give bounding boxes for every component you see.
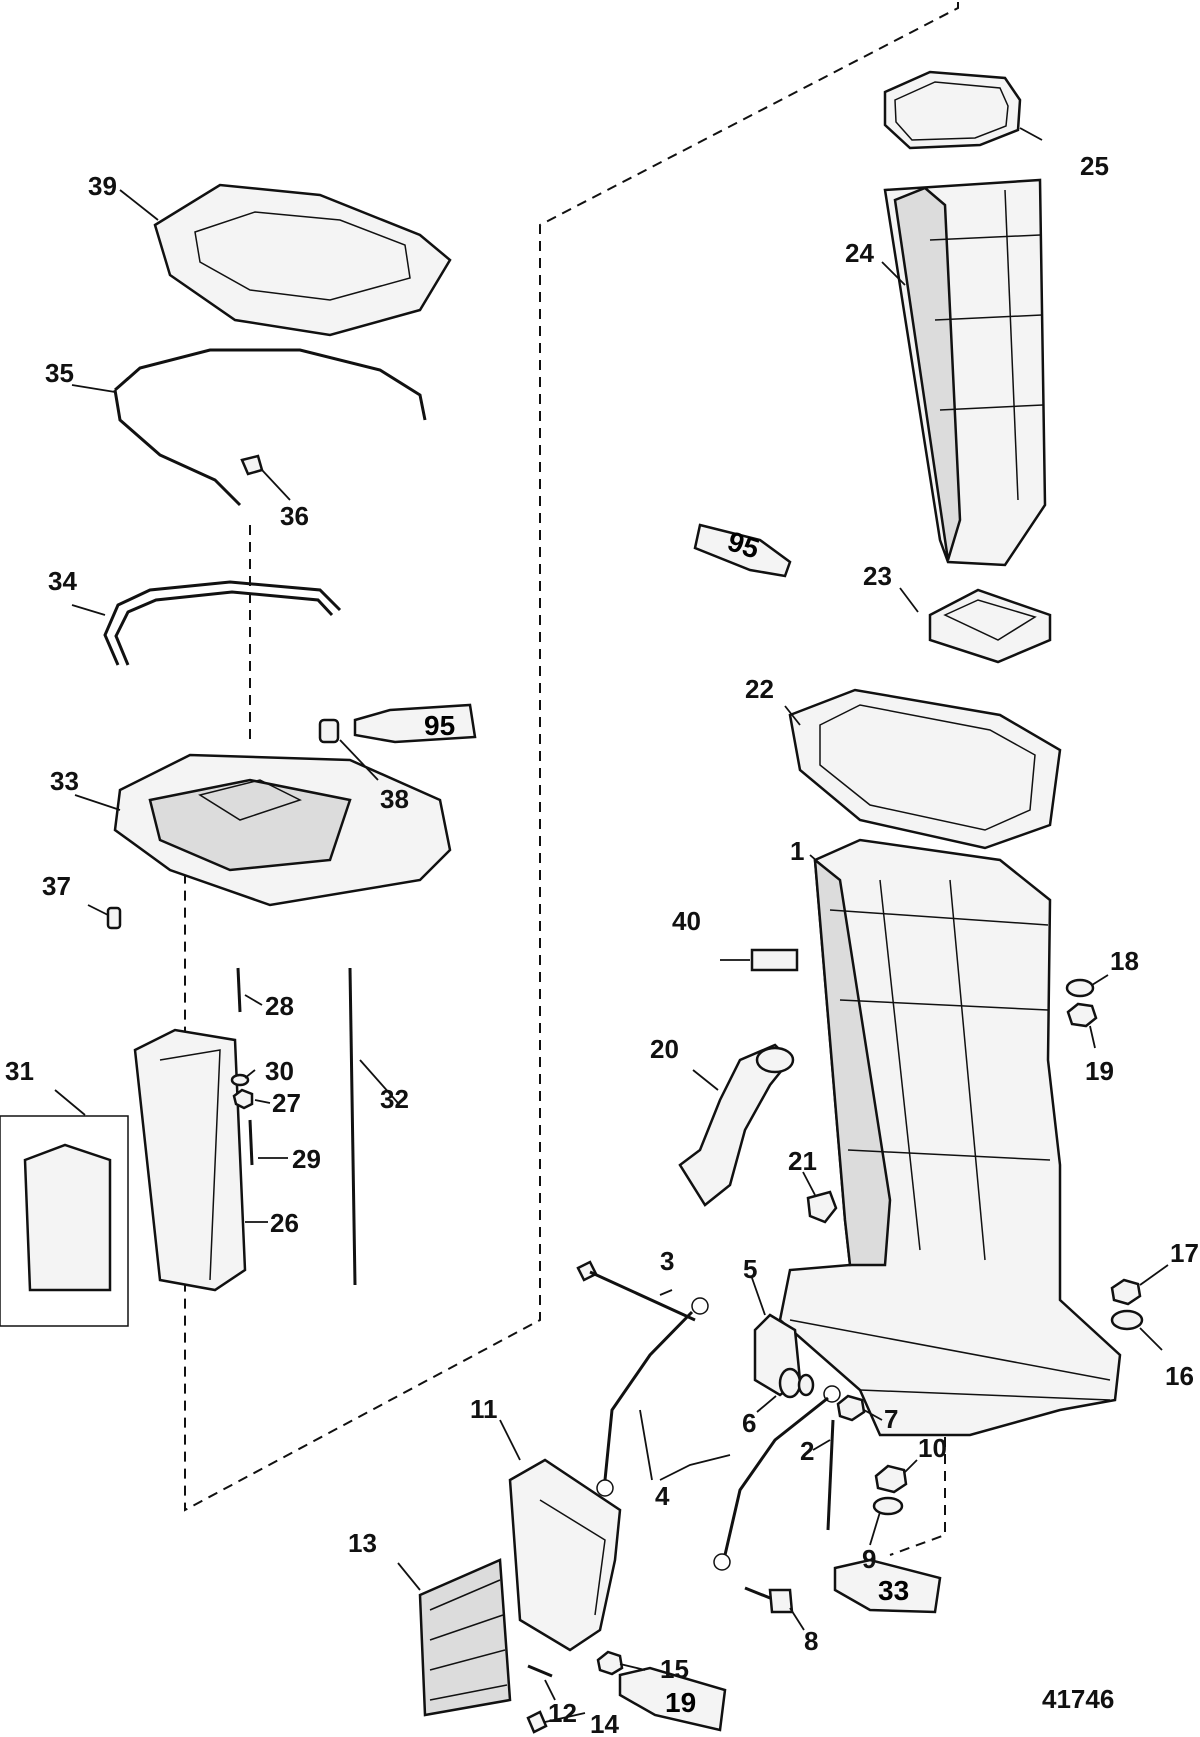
part-8-screw [744,1586,794,1614]
sealant-tube-19 [618,1666,727,1732]
callout-5: 5 [743,1254,757,1284]
part-33-adapter-plate [113,753,452,907]
part-25-seal [883,70,1022,150]
callout-21: 21 [788,1146,817,1176]
part-7-nut [836,1394,866,1422]
part-27-nut [232,1088,254,1110]
callout-32: 32 [380,1084,409,1114]
part-1-driveshaft-housing [778,838,1122,1437]
diagram-id: 41746 [1042,1684,1114,1714]
callout-19: 19 [1085,1056,1114,1086]
callout-39: 39 [88,171,117,201]
part-30-washer [230,1073,250,1087]
sealant-tube-95-lower [353,703,477,744]
callout-34: 34 [48,566,77,596]
part-19-nut [1066,1002,1098,1028]
sealant-tube-33 [833,1558,942,1614]
callout-6: 6 [742,1408,756,1438]
part-15-nut [596,1650,624,1676]
callout-29: 29 [292,1144,321,1174]
part-17-nut [1110,1278,1142,1306]
alignment-dashed-line-lower [889,1420,946,1556]
part-6-washer [797,1373,815,1397]
part-13-anode [418,1558,512,1717]
assembly-boundary-dashed [184,2,959,1512]
callout-15: 15 [660,1654,689,1684]
part-18-washer [1065,978,1095,998]
callout-38: 38 [380,784,409,814]
callout-36: 36 [280,501,309,531]
part-11-bracket [508,1458,622,1652]
part-24-exhaust-tube [883,178,1047,567]
tube-label-95-lower: 95 [424,710,455,741]
part-29-screw [248,1119,254,1166]
callout-2: 2 [800,1436,814,1466]
callout-30: 30 [265,1056,294,1086]
part-36-screw [240,454,264,476]
part-26-tube-housing [133,1028,247,1292]
callout-7: 7 [884,1404,898,1434]
callout-28: 28 [265,991,294,1021]
callout-37: 37 [42,871,71,901]
part-16-washer [1110,1309,1144,1331]
sealant-tube-95-upper [693,523,792,578]
part-9-washer [872,1496,904,1516]
part-22-gasket [788,688,1062,850]
tube-label-19: 19 [665,1687,696,1718]
callout-25: 25 [1080,151,1109,181]
callout-13: 13 [348,1528,377,1558]
part-38-plug [318,718,340,744]
part-14-screw [526,1710,548,1734]
callout-8: 8 [804,1626,818,1656]
sealant-tube-labels: 95 95 33 19 [424,525,909,1718]
callout-31: 31 [5,1056,34,1086]
part-3-bolt [576,1260,696,1322]
part-28-stud [236,967,242,1013]
part-35-seal [113,348,427,507]
part-20-water-tube [678,1043,795,1207]
callout-11: 11 [470,1394,498,1424]
callout-9: 9 [862,1544,876,1574]
callout-20: 20 [650,1034,679,1064]
tube-label-33: 33 [878,1575,909,1606]
callout-10: 10 [918,1433,947,1463]
leader-lines [54,127,1169,1723]
callout-23: 23 [863,561,892,591]
callout-22: 22 [745,674,774,704]
callout-24: 24 [845,238,874,268]
callout-17: 17 [1170,1238,1199,1268]
part-10-nut [874,1464,908,1494]
callout-18: 18 [1110,946,1139,976]
part-40-decal [750,948,799,972]
part-34-seal [103,580,342,666]
callout-33: 33 [50,766,79,796]
part-21-grommet [806,1190,838,1224]
callout-35: 35 [45,358,74,388]
callout-12: 12 [548,1698,577,1728]
part-4-ground-straps [596,1297,841,1571]
part-23-seal-block [928,588,1052,664]
part-2-stud [826,1419,835,1531]
callout-16: 16 [1165,1361,1194,1391]
callout-labels: 1 2 3 4 5 6 7 8 9 10 11 12 13 14 15 16 1… [5,151,1199,1737]
callout-40: 40 [672,906,701,936]
part-31-kit-box [0,1115,129,1327]
callout-1: 1 [790,836,804,866]
part-37-pin [106,906,122,930]
callout-4: 4 [655,1481,670,1511]
part-12-screw [527,1664,553,1678]
callout-26: 26 [270,1208,299,1238]
part-32-tube [348,967,357,1286]
part-39-gasket [153,183,452,337]
callout-14: 14 [590,1709,619,1737]
callout-27: 27 [272,1088,301,1118]
callout-3: 3 [660,1246,674,1276]
